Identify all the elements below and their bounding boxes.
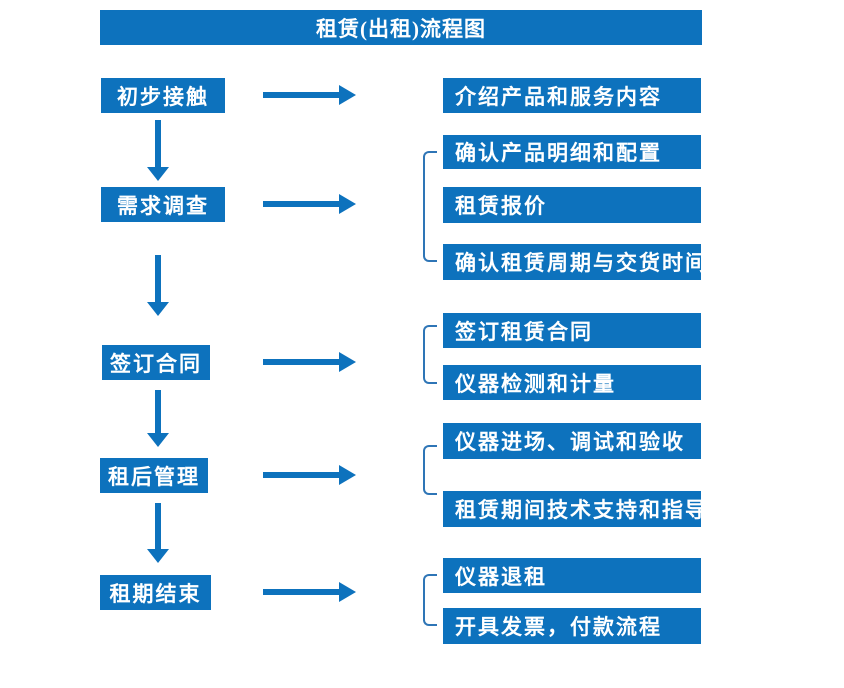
detail-box-instrument-return: 仪器退租 [443, 558, 701, 593]
arrow-down-icon [147, 503, 169, 563]
detail-box-introduce-products: 介绍产品和服务内容 [443, 78, 701, 113]
stage-box-demand-survey: 需求调查 [101, 187, 225, 222]
detail-box-sign-rental-contract: 签订租赁合同 [443, 313, 701, 348]
group-bracket-icon [423, 574, 437, 626]
detail-box-technical-support: 租赁期间技术支持和指导 [443, 491, 706, 527]
arrow-down-icon [147, 390, 169, 447]
group-bracket-icon [423, 445, 437, 495]
group-bracket-icon [423, 151, 437, 262]
arrow-right-icon [263, 194, 356, 214]
detail-box-invoice-payment: 开具发票，付款流程 [443, 608, 701, 644]
arrow-right-icon [263, 582, 356, 602]
stage-box-post-rental-management: 租后管理 [100, 458, 208, 493]
page-title: 租赁(出租)流程图 [100, 10, 702, 45]
detail-box-confirm-product-config: 确认产品明细和配置 [443, 135, 701, 169]
detail-box-instrument-testing: 仪器检测和计量 [443, 365, 701, 400]
arrow-down-icon [147, 255, 169, 316]
detail-box-confirm-period-delivery: 确认租赁周期与交货时间 [443, 244, 706, 280]
detail-box-instrument-setup-acceptance: 仪器进场、调试和验收 [443, 423, 701, 459]
arrow-right-icon [263, 352, 356, 372]
detail-box-rental-quote: 租赁报价 [443, 187, 701, 223]
arrow-right-icon [263, 465, 356, 485]
stage-box-lease-end: 租期结束 [100, 575, 211, 610]
group-bracket-icon [423, 325, 437, 384]
arrow-right-icon [263, 85, 356, 105]
arrow-down-icon [147, 120, 169, 181]
stage-box-sign-contract: 签订合同 [102, 345, 210, 380]
stage-box-initial-contact: 初步接触 [101, 78, 225, 113]
